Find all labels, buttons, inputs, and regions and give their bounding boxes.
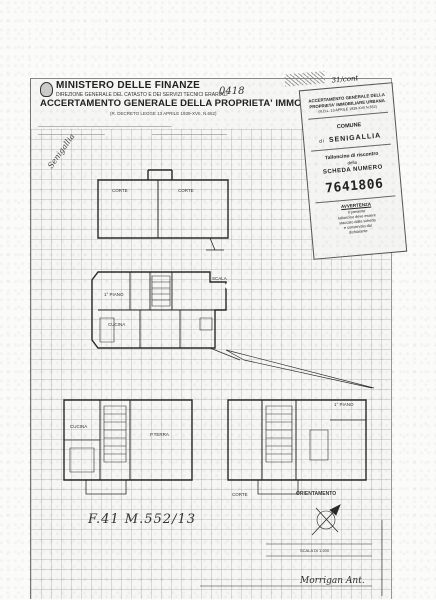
middle-floor-plan <box>92 272 226 348</box>
document-title: ACCERTAMENTO GENERALE DELLA PROPRIETA' I… <box>40 98 385 109</box>
room-label: CUCINA <box>108 322 126 327</box>
form-field-line: ________________________________________… <box>38 122 172 128</box>
ground-floor-plan-right <box>228 400 366 494</box>
state-emblem-icon <box>40 82 53 97</box>
room-label: 1° PIANO <box>104 292 124 297</box>
projection-lines <box>210 348 374 388</box>
room-label: SCALA <box>212 276 227 281</box>
orientation-label: ORIENTAMENTO <box>296 491 337 497</box>
handwritten-number: 0418 <box>219 86 245 97</box>
ground-floor-plan-left <box>64 400 192 494</box>
signature: Morrigan Ant. <box>300 576 365 586</box>
scale-label: SCALA DI 1:200 <box>300 548 330 553</box>
room-label: CORTE <box>112 188 128 193</box>
handwritten-identifier: F.41 M.552/13 <box>88 512 196 527</box>
room-label: CUCINA <box>70 424 88 429</box>
ministry-heading: MINISTERO DELLE FINANZE <box>56 80 201 91</box>
room-label: CORTE <box>232 492 248 497</box>
form-field-line: ___________________________ <box>152 130 228 136</box>
room-label: P.TERRA <box>150 432 169 437</box>
signature-area-lines <box>200 520 382 596</box>
orientation-compass <box>312 505 340 535</box>
form-field-line: ________________________ <box>38 130 105 136</box>
decree-reference: (R. DECRETO LEGGE 13 APRILE 1939-XVII, N… <box>110 111 217 116</box>
room-label: 1° PIANO <box>334 402 354 407</box>
upper-courtyard-plan <box>98 170 228 250</box>
room-label: CORTE <box>178 188 194 193</box>
directorate-line: DIREZIONE GENERALE DEL CATASTO E DEI SER… <box>56 92 228 98</box>
